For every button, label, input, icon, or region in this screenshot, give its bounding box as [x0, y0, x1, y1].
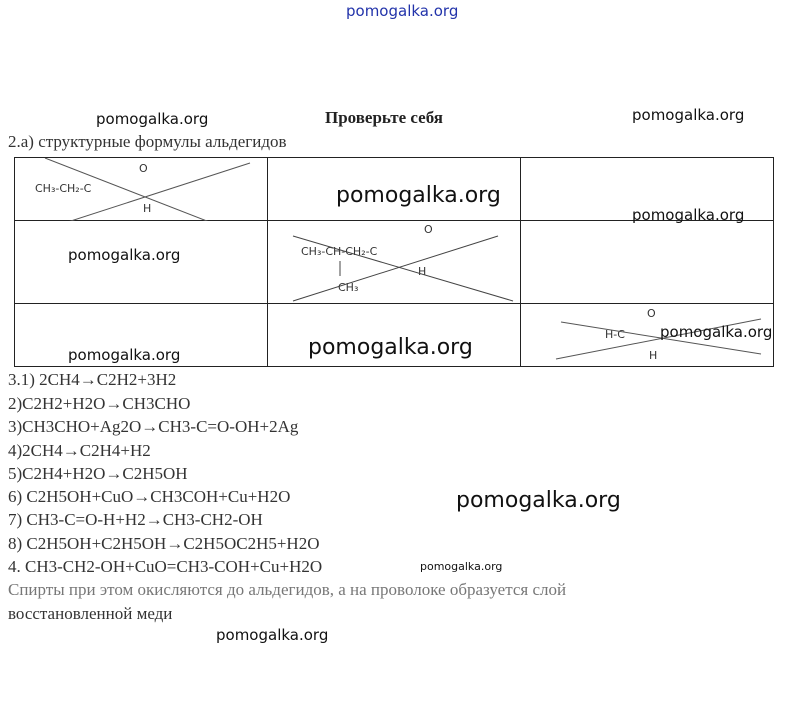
formula-o: O — [424, 223, 433, 236]
watermark: pomogalka.org — [68, 346, 181, 364]
watermark: pomogalka.org — [216, 626, 329, 644]
equation-line: 6) C2H5OH+CuO→CH3COH+Cu+H2O — [8, 487, 291, 506]
formula-h: H — [143, 202, 152, 215]
cell-empty — [267, 303, 521, 367]
formula-h: H — [649, 349, 658, 362]
page-title: Проверьте себя — [325, 108, 443, 127]
conclusion-line: восстановленной меди — [8, 604, 173, 623]
equation-line: 3)CH3CHO+Ag2O→CH3-C=O-OH+2Ag — [8, 417, 299, 436]
watermark: pomogalka.org — [456, 488, 621, 513]
cell-formula-1: CH₃-CH₂-C O H — [14, 157, 268, 221]
watermark: pomogalka.org — [420, 560, 503, 573]
equation-line: 4. CH3-CH2-OH+CuO=CH3-COH+Cu+H2O — [8, 557, 323, 576]
watermark: pomogalka.org — [68, 246, 181, 264]
cell-formula-2: CH₃-CH-CH₂-C O H CH₃ — [267, 220, 521, 304]
strike-lines — [44, 158, 251, 221]
strike-lines — [292, 235, 514, 302]
strike-lines — [555, 318, 762, 360]
equation-line: 2)C2H2+H2O→CH3CHO — [8, 394, 191, 413]
conclusion-line: Спирты при этом окисляются до альдегидов… — [8, 580, 567, 599]
watermark: pomogalka.org — [632, 106, 745, 124]
watermark-top: pomogalka.org — [346, 2, 459, 20]
equation-line: 3.1) 2CH4→C2H2+3H2 — [8, 370, 177, 389]
formula-o: O — [647, 307, 656, 320]
formula-branch: CH₃ — [338, 281, 359, 294]
equation-line: 8) C2H5OH+C2H5OH→C2H5OC2H5+H2O — [8, 534, 320, 553]
watermark: pomogalka.org — [308, 335, 473, 360]
cell-empty — [520, 220, 774, 304]
cell-empty — [267, 157, 521, 221]
formula-text: CH₃-CH₂-C — [35, 182, 92, 195]
equation-line: 4)2CH4→C2H4+H2 — [8, 441, 151, 460]
aldehyde-table: CH₃-CH₂-C O H CH₃-CH-CH₂-C O H CH₃ H — [14, 157, 774, 367]
watermark: pomogalka.org — [632, 206, 745, 224]
section-heading: 2.а) структурные формулы альдегидов — [8, 132, 287, 151]
cell-formula-3: H-C O H — [520, 303, 774, 367]
watermark: pomogalka.org — [660, 323, 773, 341]
formula-o: O — [139, 162, 148, 175]
watermark: pomogalka.org — [336, 183, 501, 208]
watermark: pomogalka.org — [96, 110, 209, 128]
equation-line: 7) CH3-C=O-H+H2→CH3-CH2-OH — [8, 510, 263, 529]
formula-h: H — [418, 265, 427, 278]
equation-line: 5)C2H4+H2O→C2H5OH — [8, 464, 188, 483]
